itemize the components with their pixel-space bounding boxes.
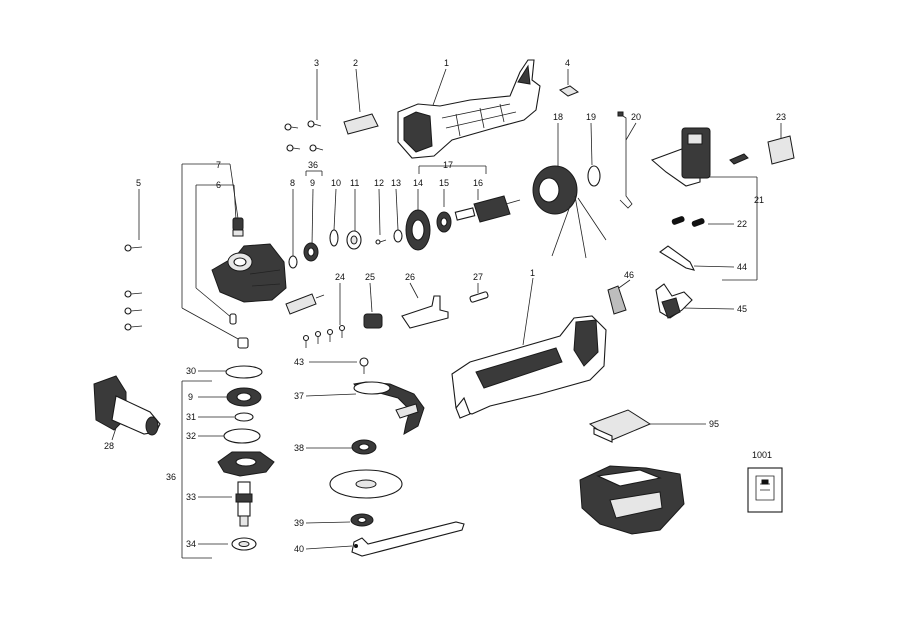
label-sticker: [343, 113, 379, 135]
label-part-27: 27: [473, 272, 483, 282]
instruction-manual: [588, 409, 652, 443]
drive-train: [288, 195, 521, 269]
label-part-36-top: 36: [308, 160, 318, 170]
label-part-1-bottom: 1: [530, 268, 535, 278]
packaging-box: [747, 467, 783, 513]
label-part-12: 12: [374, 178, 384, 188]
lever: [659, 245, 696, 271]
label-part-21: 21: [754, 195, 764, 205]
label-part-33: 33: [186, 492, 196, 502]
label-part-4: 4: [565, 58, 570, 68]
clip: [607, 285, 627, 315]
o-ring: [587, 165, 601, 187]
label-part-20: 20: [631, 112, 641, 122]
label-part-16: 16: [473, 178, 483, 188]
label-part-1-top: 1: [444, 58, 449, 68]
label-part-44: 44: [737, 262, 747, 272]
stator: [532, 165, 607, 259]
small-screws: [302, 324, 346, 348]
assembled-grinder-housing: [451, 315, 607, 419]
gear-housing: [211, 243, 287, 303]
support-flange: [351, 439, 377, 455]
label-part-1001: 1001: [752, 450, 772, 460]
label-part-38: 38: [294, 443, 304, 453]
pin-spanner: [351, 521, 465, 557]
sensor-wire: [617, 111, 633, 209]
label-part-31: 31: [186, 412, 196, 422]
motor-housing-half: [397, 59, 541, 159]
label-part-24: 24: [335, 272, 345, 282]
wheel-guard: [353, 381, 425, 435]
label-part-5: 5: [136, 178, 141, 188]
label-part-14: 14: [413, 178, 423, 188]
label-part-34: 34: [186, 539, 196, 549]
label-part-23: 23: [776, 112, 786, 122]
guard-screw: [359, 357, 369, 374]
label-part-30: 30: [186, 366, 196, 376]
label-part-26: 26: [405, 272, 415, 282]
label-part-19: 19: [586, 112, 596, 122]
hex-nut: [237, 337, 249, 349]
small-plate: [558, 85, 580, 97]
button-cap: [363, 313, 383, 329]
label-part-37: 37: [294, 391, 304, 401]
label-part-15: 15: [439, 178, 449, 188]
label-part-25: 25: [365, 272, 375, 282]
label-part-6: 6: [216, 180, 221, 190]
label-part-45: 45: [737, 304, 747, 314]
label-part-46: 46: [624, 270, 634, 280]
locking-pin: [469, 291, 489, 303]
label-part-2: 2: [353, 58, 358, 68]
slider-switch: [401, 295, 449, 329]
label-part-7: 7: [216, 160, 221, 170]
spindle-assembly: [217, 365, 275, 551]
label-part-17: 17: [443, 160, 453, 170]
side-handle: [93, 375, 161, 436]
label-part-8: 8: [290, 178, 295, 188]
grinding-wheel: [329, 469, 403, 499]
label-part-95: 95: [709, 419, 719, 429]
springs: [671, 216, 705, 227]
switch-actuator: [655, 283, 693, 319]
label-part-10: 10: [331, 178, 341, 188]
grease-tube: [285, 293, 325, 315]
label-part-13: 13: [391, 178, 401, 188]
label-part-9-top: 9: [310, 178, 315, 188]
clamping-nut: [350, 513, 374, 527]
spindle-lock-pin: [229, 217, 244, 325]
small-switch: [729, 153, 749, 165]
label-part-28: 28: [104, 441, 114, 451]
housing-screws: [284, 120, 324, 152]
label-part-43: 43: [294, 357, 304, 367]
label-part-11: 11: [350, 178, 359, 188]
label-part-22: 22: [737, 219, 747, 229]
gear-housing-screws: [124, 244, 143, 331]
label-part-18: 18: [553, 112, 563, 122]
label-part-40: 40: [294, 544, 304, 554]
label-part-36-left: 36: [166, 472, 176, 482]
electronics-board: [650, 127, 711, 187]
label-part-3: 3: [314, 58, 319, 68]
part-labels: 1 2 3 4 18 19 20 23 7 36 17 21 5 6 8 9 1…: [104, 58, 786, 554]
label-part-32: 32: [186, 431, 196, 441]
label-part-9-bottom: 9: [188, 392, 193, 402]
leader-lines: [111, 68, 782, 559]
info-card: [767, 135, 795, 165]
label-part-39: 39: [294, 518, 304, 528]
battery-pack: [579, 465, 685, 535]
